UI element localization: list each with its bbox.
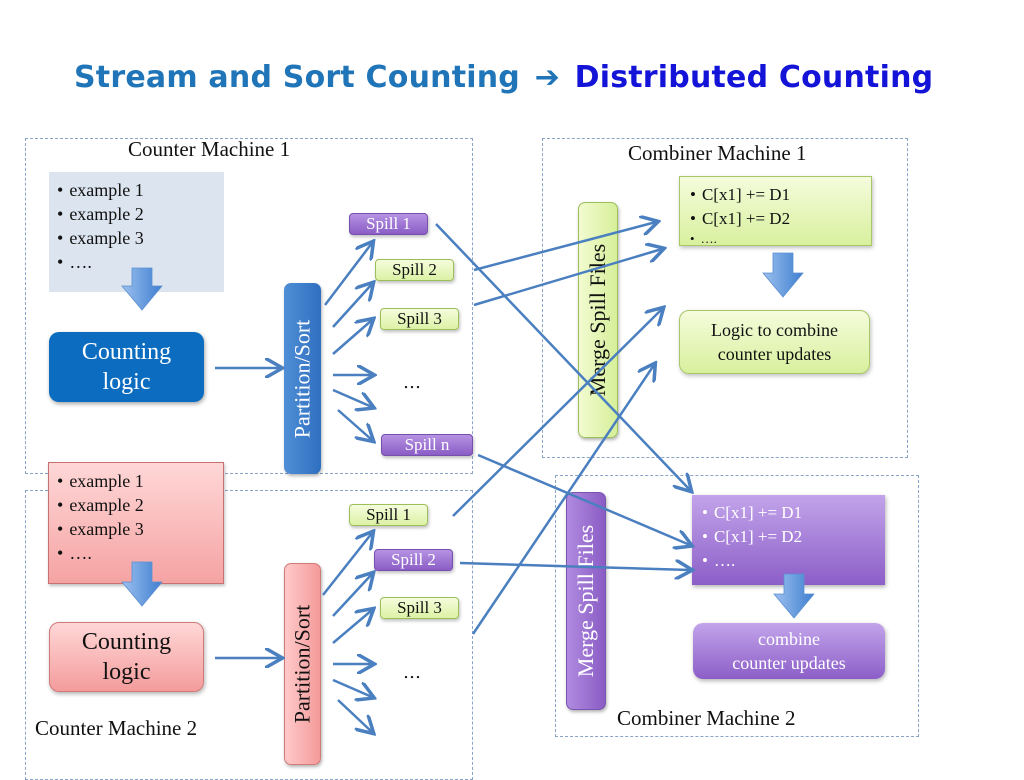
cm1-spill-1: Spill 1	[349, 213, 428, 235]
cm1-examples-list: example 1 example 2 example 3 ….	[49, 172, 224, 292]
cm1-example-item: ….	[57, 250, 216, 274]
cm1-spill-3: Spill 3	[380, 308, 459, 330]
cm1-example-item: example 3	[57, 226, 216, 250]
comb1-updates-list: C[x1] += D1 C[x1] += D2 ….	[679, 176, 872, 246]
cm1-partition-sort-label: Partition/Sort	[289, 319, 315, 438]
cm1-spill-ellipsis: …	[403, 372, 423, 393]
cm2-example-item: ….	[57, 541, 215, 565]
cm1-logic-line2: logic	[102, 369, 151, 395]
comb1-merge-label: Merge Spill Files	[585, 243, 611, 397]
comb1-logic-line1: Logic to combine	[711, 320, 838, 340]
cm2-partition-sort-label: Partition/Sort	[289, 604, 315, 724]
title-part-stream-sort: Stream and Sort Counting	[74, 60, 520, 95]
cm1-partition-sort-bar: Partition/Sort	[284, 283, 321, 474]
comb1-merge-spill-files-bar: Merge Spill Files	[578, 202, 618, 438]
cm1-spill-n: Spill n	[381, 434, 473, 456]
cm1-logic-line1: Counting	[81, 339, 172, 365]
cm2-example-item: example 2	[57, 493, 215, 517]
cm1-example-item: example 1	[57, 178, 216, 202]
cm2-spill-1: Spill 1	[349, 504, 428, 526]
cm2-partition-sort-bar: Partition/Sort	[284, 563, 321, 765]
cm1-spill-2: Spill 2	[375, 259, 454, 281]
comb1-update-item: ….	[690, 231, 861, 247]
slide-title: Stream and Sort Counting ➔ Distributed C…	[74, 60, 933, 95]
comb2-merge-spill-files-bar: Merge Spill Files	[566, 492, 606, 710]
cm1-example-item: example 2	[57, 202, 216, 226]
comb1-update-item: C[x1] += D2	[690, 207, 861, 231]
comb2-update-item: C[x1] += D2	[702, 525, 875, 549]
combiner-machine-2-label: Combiner Machine 2	[617, 706, 796, 730]
cm2-spill-ellipsis: …	[403, 662, 423, 683]
comb2-merge-label: Merge Spill Files	[573, 524, 599, 678]
cm2-logic-line2: logic	[102, 659, 151, 685]
comb2-update-item: ….	[702, 549, 875, 573]
counter-machine-2-label: Counter Machine 2	[35, 716, 198, 740]
counter-machine-1-label: Counter Machine 1	[128, 137, 291, 161]
cm2-examples-list: example 1 example 2 example 3 ….	[48, 462, 224, 584]
cm2-spill-3: Spill 3	[380, 597, 459, 619]
comb1-update-item: C[x1] += D1	[690, 183, 861, 207]
comb1-logic-line2: counter updates	[717, 344, 832, 364]
comb2-updates-list: C[x1] += D1 C[x1] += D2 ….	[692, 495, 885, 585]
cm2-spill-2: Spill 2	[374, 549, 453, 571]
cm2-logic-line1: Counting	[81, 629, 172, 655]
comb2-logic-line1: combine	[758, 629, 820, 649]
right-arrow-icon: ➔	[534, 60, 560, 95]
comb2-combine-logic-box: combine counter updates	[693, 623, 885, 679]
comb2-logic-line2: counter updates	[732, 653, 846, 673]
comb2-update-item: C[x1] += D1	[702, 501, 875, 525]
cm2-example-item: example 1	[57, 469, 215, 493]
cm1-counting-logic-box: Counting logic	[49, 332, 204, 402]
cm2-example-item: example 3	[57, 517, 215, 541]
cm2-counting-logic-box: Counting logic	[49, 622, 204, 692]
combiner-machine-1-label: Combiner Machine 1	[628, 141, 807, 165]
title-part-distributed: Distributed Counting	[574, 60, 934, 95]
comb1-combine-logic-box: Logic to combine counter updates	[679, 310, 870, 374]
